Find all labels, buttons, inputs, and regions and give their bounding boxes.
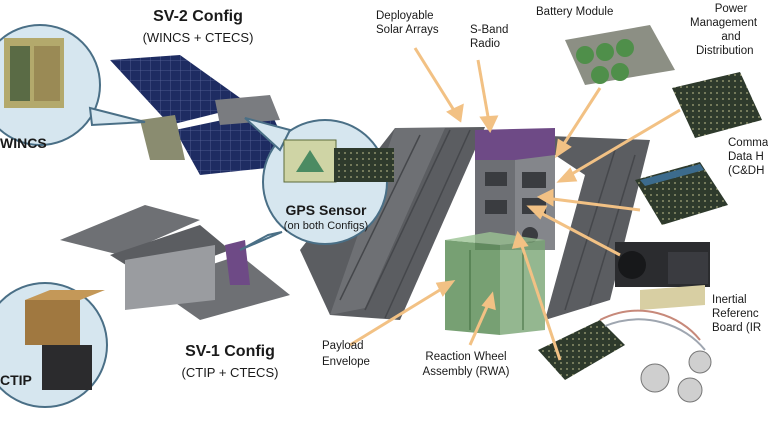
ctip-bubble — [0, 283, 107, 407]
irb-label-line3: Board (IR — [712, 322, 761, 335]
battery-label: Battery Module — [536, 6, 613, 19]
sv2-subtitle: (WINCS + CTECS) — [118, 30, 278, 45]
payload-label-line2: Envelope — [322, 356, 370, 369]
power-board-image — [672, 72, 762, 138]
power-label-line3: and — [690, 31, 768, 44]
irb-label-line1: Inertial — [712, 294, 747, 307]
battery-module-image — [565, 25, 675, 85]
payload-envelope — [445, 232, 545, 335]
irb-image — [615, 242, 710, 310]
sv1-subtitle: (CTIP + CTECS) — [160, 365, 300, 380]
wincs-label: WINCS — [0, 137, 47, 150]
cdh-label-line1: Comma — [728, 137, 768, 150]
rwa-image — [538, 311, 711, 402]
rwa-label-line2: Assembly (RWA) — [406, 366, 526, 379]
satellite-bus — [475, 128, 555, 250]
sband-label-line1: S-Band — [470, 24, 508, 37]
sband-label-line2: Radio — [470, 38, 500, 51]
cdh-label-line2: Data H — [728, 151, 764, 164]
rwa-label-line1: Reaction Wheel — [406, 351, 526, 364]
ctip-label: CTIP — [0, 374, 32, 387]
power-label-line2: Management — [690, 17, 757, 30]
gps-subtitle: (on both Configs) — [268, 220, 384, 233]
irb-label-line2: Referenc — [712, 308, 759, 321]
power-label-line1: Power — [690, 3, 768, 16]
payload-label-line1: Payload — [322, 340, 364, 353]
sv1-spacecraft — [60, 205, 290, 320]
cdh-board-image — [635, 162, 728, 225]
power-label-line4: Distribution — [696, 45, 754, 58]
cdh-label-line3: (C&DH — [728, 165, 764, 178]
sv1-title: SV-1 Config — [160, 343, 300, 361]
solar-arrays-label-line1: Deployable — [376, 10, 434, 23]
solar-arrays-label-line2: Solar Arrays — [376, 24, 439, 37]
gps-title: GPS Sensor — [268, 204, 384, 217]
sv2-title: SV-2 Config — [128, 8, 268, 26]
